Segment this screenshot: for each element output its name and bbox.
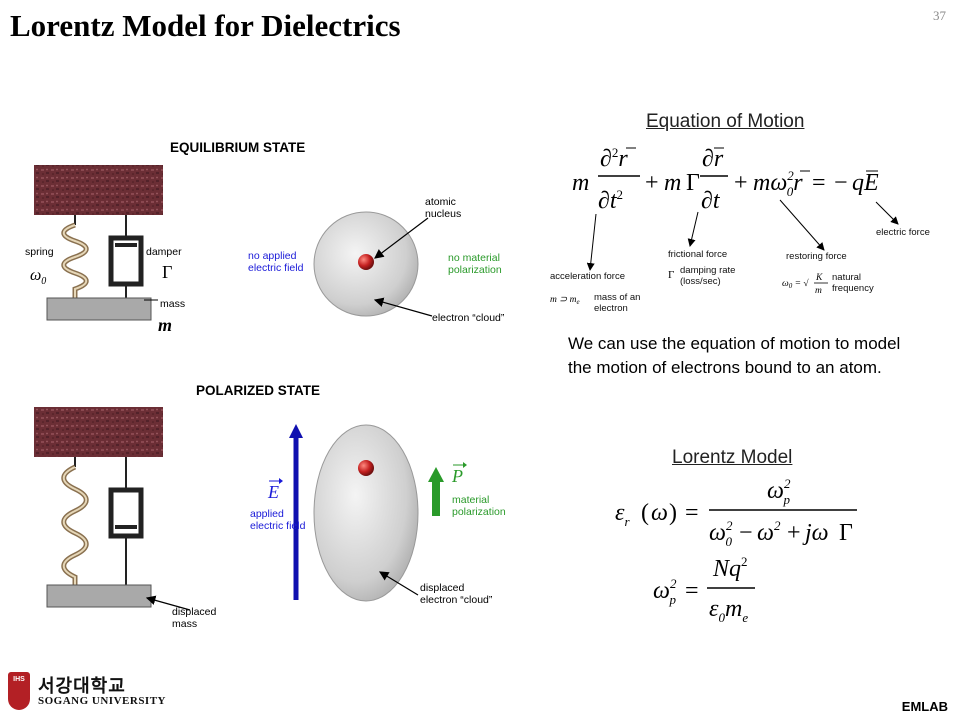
svg-text:m ⊃ me: m ⊃ me bbox=[550, 295, 580, 306]
svg-text:K: K bbox=[815, 273, 823, 283]
svg-text:=: = bbox=[685, 578, 699, 604]
svg-text:+: + bbox=[734, 170, 748, 196]
svg-text:−: − bbox=[739, 520, 753, 546]
mass-block bbox=[46, 297, 152, 321]
restoring-force-label: restoring force bbox=[786, 251, 847, 262]
svg-text:∂t2: ∂t2 bbox=[598, 187, 623, 214]
svg-text:+: + bbox=[645, 170, 659, 196]
svg-text:ω2p: ω2p bbox=[653, 576, 677, 607]
electron-cloud-label: electron “cloud” bbox=[432, 312, 505, 324]
lorentz-diagrams: ω0 Γ m E P bbox=[30, 165, 467, 611]
electric-force-label: electric force bbox=[876, 227, 930, 238]
svg-text:(: ( bbox=[641, 500, 649, 526]
damper-label: damper bbox=[146, 246, 182, 258]
brick-ceiling bbox=[34, 407, 163, 457]
svg-text:ω: ω bbox=[651, 500, 668, 526]
svg-text:): ) bbox=[669, 500, 677, 526]
university-logo: IHS bbox=[8, 672, 30, 710]
omega0-symbol: ω0 bbox=[30, 267, 46, 287]
svg-text:=: = bbox=[685, 500, 699, 526]
polarized-state-title: POLARIZED STATE bbox=[196, 383, 320, 398]
svg-text:∂2r: ∂2r bbox=[600, 145, 628, 172]
description-paragraph: We can use the equation of motion to mod… bbox=[568, 334, 901, 377]
svg-text:ε0me: ε0me bbox=[709, 596, 748, 625]
spring-label: spring bbox=[25, 246, 54, 258]
svg-text:ω2: ω2 bbox=[757, 518, 781, 546]
svg-text:m: m bbox=[572, 170, 589, 196]
frictional-force-label: frictional force bbox=[668, 249, 728, 260]
acceleration-force-label: acceleration force bbox=[550, 271, 625, 282]
atomic-nucleus bbox=[358, 254, 374, 270]
mass-label: mass bbox=[160, 298, 186, 310]
m-symbol: m bbox=[158, 315, 172, 335]
slide-title: Lorentz Model for Dielectrics bbox=[10, 8, 401, 43]
svg-text:ω20: ω20 bbox=[709, 518, 733, 549]
svg-text:εr: εr bbox=[615, 500, 630, 529]
svg-text:ω2p: ω2p bbox=[767, 476, 791, 507]
polarized-mechanical-model bbox=[34, 407, 191, 611]
svg-text:jω: jω bbox=[802, 520, 829, 546]
svg-text:+: + bbox=[787, 520, 801, 546]
university-korean-name: 서강대학교 bbox=[38, 676, 126, 696]
brick-ceiling bbox=[34, 165, 163, 215]
university-english-name: SOGANG UNIVERSITY bbox=[38, 695, 166, 707]
logo-text: IHS bbox=[13, 676, 25, 683]
equilibrium-atom bbox=[144, 211, 433, 317]
svg-text:qE: qE bbox=[852, 170, 879, 196]
svg-text:=: = bbox=[812, 170, 826, 196]
svg-text:ω0 = √: ω0 = √ bbox=[782, 278, 809, 290]
svg-text:−: − bbox=[834, 170, 848, 196]
svg-text:Γ: Γ bbox=[668, 269, 674, 281]
polarization-arrow bbox=[432, 480, 440, 516]
mass-block bbox=[46, 584, 152, 608]
svg-text:∂t: ∂t bbox=[701, 188, 721, 214]
svg-text:Γ: Γ bbox=[686, 170, 700, 196]
gamma-symbol: Γ bbox=[162, 262, 172, 282]
atomic-nucleus bbox=[358, 460, 374, 476]
lorentz-model-heading: Lorentz Model bbox=[672, 447, 793, 468]
svg-text:Nq2: Nq2 bbox=[712, 554, 748, 582]
lab-name: EMLAB bbox=[901, 699, 948, 714]
svg-text:m: m bbox=[815, 286, 822, 296]
e-vector-symbol: E bbox=[267, 482, 279, 502]
svg-text:m: m bbox=[664, 170, 681, 196]
damping-rate-label: damping rate(loss/sec) bbox=[680, 265, 736, 287]
svg-text:∂r: ∂r bbox=[702, 146, 724, 172]
page-number: 37 bbox=[933, 8, 946, 23]
displaced-electron-cloud bbox=[313, 424, 419, 602]
damper bbox=[108, 487, 144, 539]
polarized-atom bbox=[289, 424, 444, 602]
p-vector-symbol: P bbox=[451, 466, 463, 486]
equation-of-motion-heading: Equation of Motion bbox=[646, 111, 805, 132]
svg-text:Γ: Γ bbox=[839, 520, 853, 546]
equilibrium-state-title: EQUILIBRIUM STATE bbox=[170, 140, 306, 155]
equilibrium-mechanical-model bbox=[34, 165, 163, 321]
